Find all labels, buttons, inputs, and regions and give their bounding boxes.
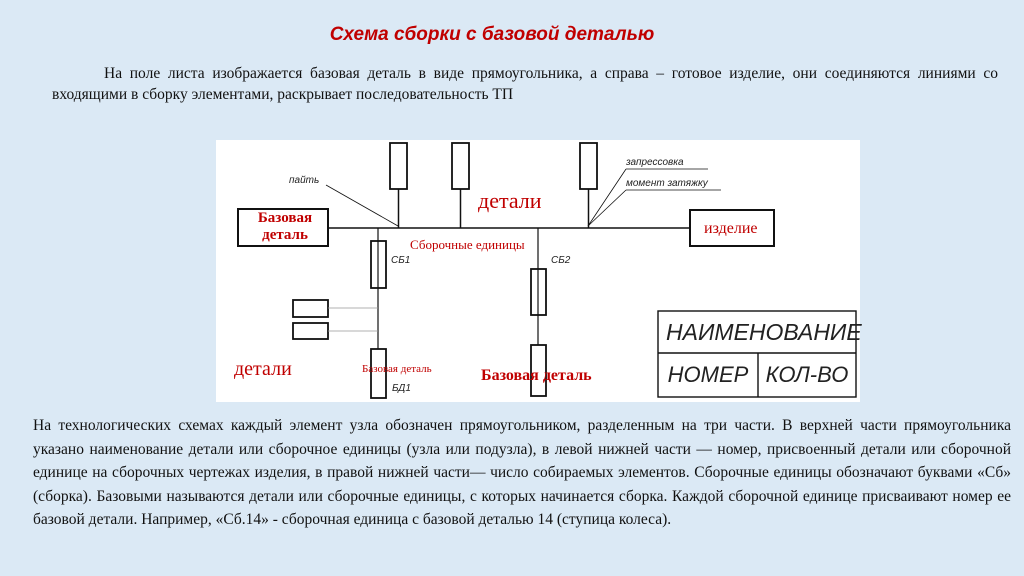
details-left-label: детали xyxy=(234,358,292,380)
details-top-label: детали xyxy=(478,188,542,213)
assembly-diagram: Базовая деталь детали Сборочные единицы … xyxy=(216,140,862,402)
bd2-box xyxy=(530,344,547,397)
product-label: изделие xyxy=(704,220,758,237)
legend-table xyxy=(657,310,857,398)
legend-name: НАИМЕНОВАНИЕ xyxy=(666,319,862,345)
legend-number: НОМЕР xyxy=(667,362,749,387)
diagram-lines xyxy=(237,142,857,399)
solder-leader xyxy=(325,184,399,227)
top-detail-box-2 xyxy=(451,142,470,190)
base-part-bottom-label: Базовая деталь xyxy=(481,367,592,384)
base-part-label: Базовая деталь xyxy=(257,210,313,243)
press-fit-label: запрессовка xyxy=(626,157,684,168)
slide-title: Схема сборки с базовой деталью xyxy=(329,24,655,45)
solder-label: пайть xyxy=(289,175,320,186)
torque-label: момент затяжку xyxy=(626,178,708,189)
sb1-label: СБ1 xyxy=(391,255,411,266)
intro-text: На поле листа изображается базовая детал… xyxy=(52,65,998,103)
body-paragraph: На технологических схемах каждый элемент… xyxy=(33,417,1011,528)
press-leader xyxy=(587,168,627,227)
intro-paragraph: На поле листа изображается базовая детал… xyxy=(52,63,998,105)
base-part-small-label: Базовая деталь xyxy=(362,363,432,375)
torque-leader xyxy=(587,189,627,227)
assembly-units-label: Сборочные единицы xyxy=(410,237,525,252)
left-detail-box-1 xyxy=(292,299,329,318)
sb2-label: СБ2 xyxy=(551,255,571,266)
sb2-box xyxy=(530,268,547,316)
legend-qty: КОЛ-ВО xyxy=(765,362,849,387)
left-detail-box-2 xyxy=(292,322,329,340)
bd1-label: БД1 xyxy=(392,383,411,394)
top-detail-box-1 xyxy=(389,142,408,190)
bd1-box xyxy=(370,348,387,399)
top-detail-box-3 xyxy=(579,142,598,190)
sb1-box xyxy=(370,240,387,289)
